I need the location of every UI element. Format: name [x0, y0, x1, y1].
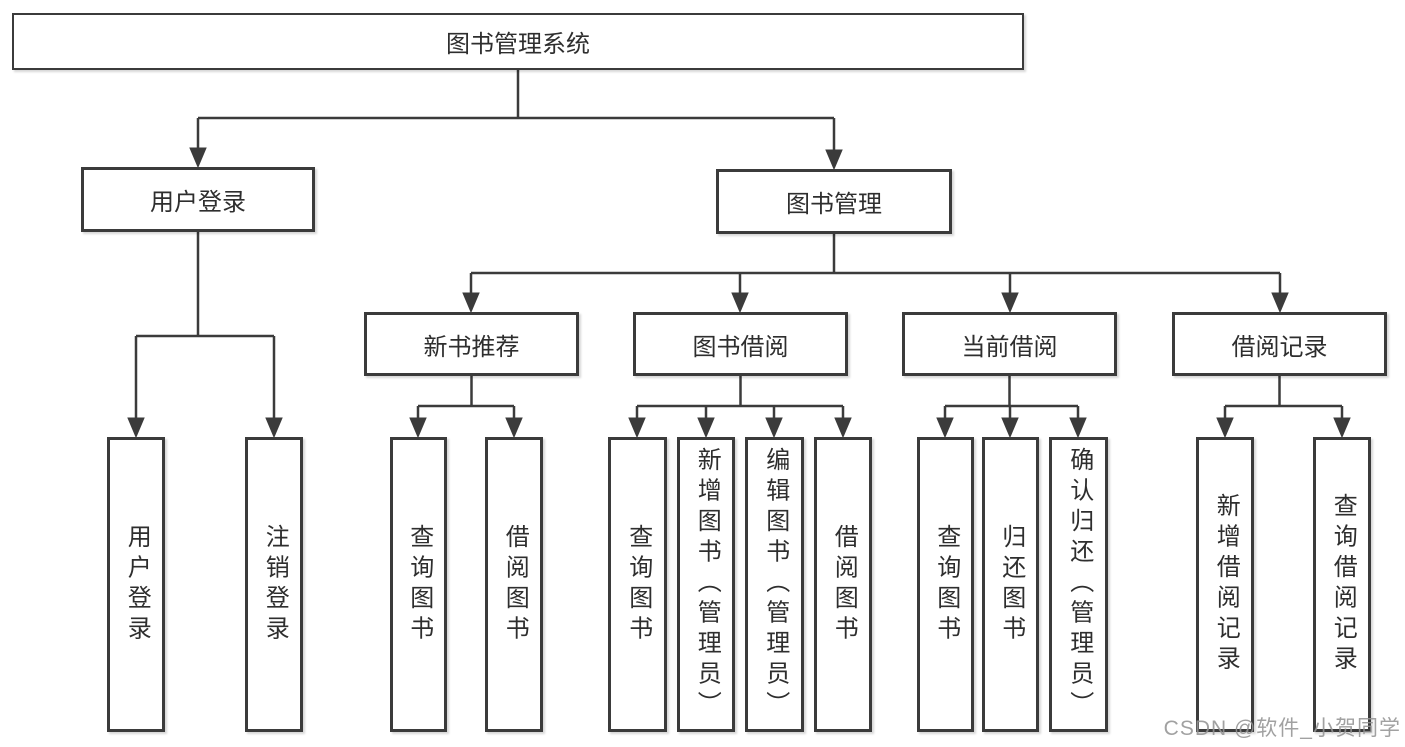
leaf-nb-borrow-books-label: 借阅图书: [501, 523, 529, 646]
leaf-bb-query-books-label: 查询图书: [624, 523, 652, 646]
node-current-borrow: 当前借阅: [902, 312, 1117, 376]
leaf-bb-add-books-admin: 新增图书（管理员）: [677, 437, 735, 732]
leaf-cb-return-books: 归还图书: [982, 437, 1039, 732]
leaf-br-add-record-label: 新增借阅记录: [1212, 493, 1240, 676]
node-book-borrow-label: 图书借阅: [692, 333, 789, 361]
leaf-logout-label: 注销登录: [261, 523, 289, 646]
node-book-borrow: 图书借阅: [633, 312, 848, 376]
leaf-nb-borrow-books: 借阅图书: [485, 437, 543, 732]
leaf-cb-confirm-return-admin-label: 确认归还（管理员）: [1065, 447, 1093, 722]
node-user-login-label: 用户登录: [150, 189, 246, 216]
leaf-bb-borrow-books: 借阅图书: [814, 437, 872, 732]
leaf-bb-query-books: 查询图书: [608, 437, 667, 732]
node-user-login: 用户登录: [81, 167, 315, 232]
leaf-br-query-record-label: 查询借阅记录: [1329, 493, 1357, 676]
leaf-br-query-record: 查询借阅记录: [1313, 437, 1371, 732]
leaf-nb-query-books-label: 查询图书: [405, 523, 433, 646]
node-borrow-records: 借阅记录: [1172, 312, 1387, 376]
leaf-bb-borrow-books-label: 借阅图书: [830, 523, 858, 646]
node-borrow-records-label: 借阅记录: [1231, 333, 1328, 361]
node-new-book-recommend-label: 新书推荐: [423, 333, 520, 361]
leaf-cb-confirm-return-admin: 确认归还（管理员）: [1049, 437, 1108, 732]
leaf-logout: 注销登录: [245, 437, 303, 732]
node-root-system-label: 图书管理系统: [446, 31, 590, 58]
leaf-user-login: 用户登录: [107, 437, 165, 732]
leaf-cb-query-books: 查询图书: [917, 437, 974, 732]
leaf-bb-edit-books-admin: 编辑图书（管理员）: [745, 437, 804, 732]
node-book-management-label: 图书管理: [786, 191, 882, 218]
leaf-bb-edit-books-admin-label: 编辑图书（管理员）: [761, 447, 789, 722]
leaf-cb-return-books-label: 归还图书: [997, 523, 1025, 646]
node-new-book-recommend: 新书推荐: [364, 312, 579, 376]
csdn-watermark: CSDN @软件_小贺同学: [1163, 717, 1401, 740]
leaf-bb-add-books-admin-label: 新增图书（管理员）: [693, 447, 721, 722]
leaf-nb-query-books: 查询图书: [390, 437, 447, 732]
leaf-br-add-record: 新增借阅记录: [1196, 437, 1254, 732]
leaf-user-login-label: 用户登录: [123, 523, 151, 646]
node-book-management: 图书管理: [716, 169, 952, 234]
node-current-borrow-label: 当前借阅: [961, 333, 1058, 361]
leaf-cb-query-books-label: 查询图书: [932, 523, 960, 646]
node-root-system: 图书管理系统: [12, 13, 1024, 70]
